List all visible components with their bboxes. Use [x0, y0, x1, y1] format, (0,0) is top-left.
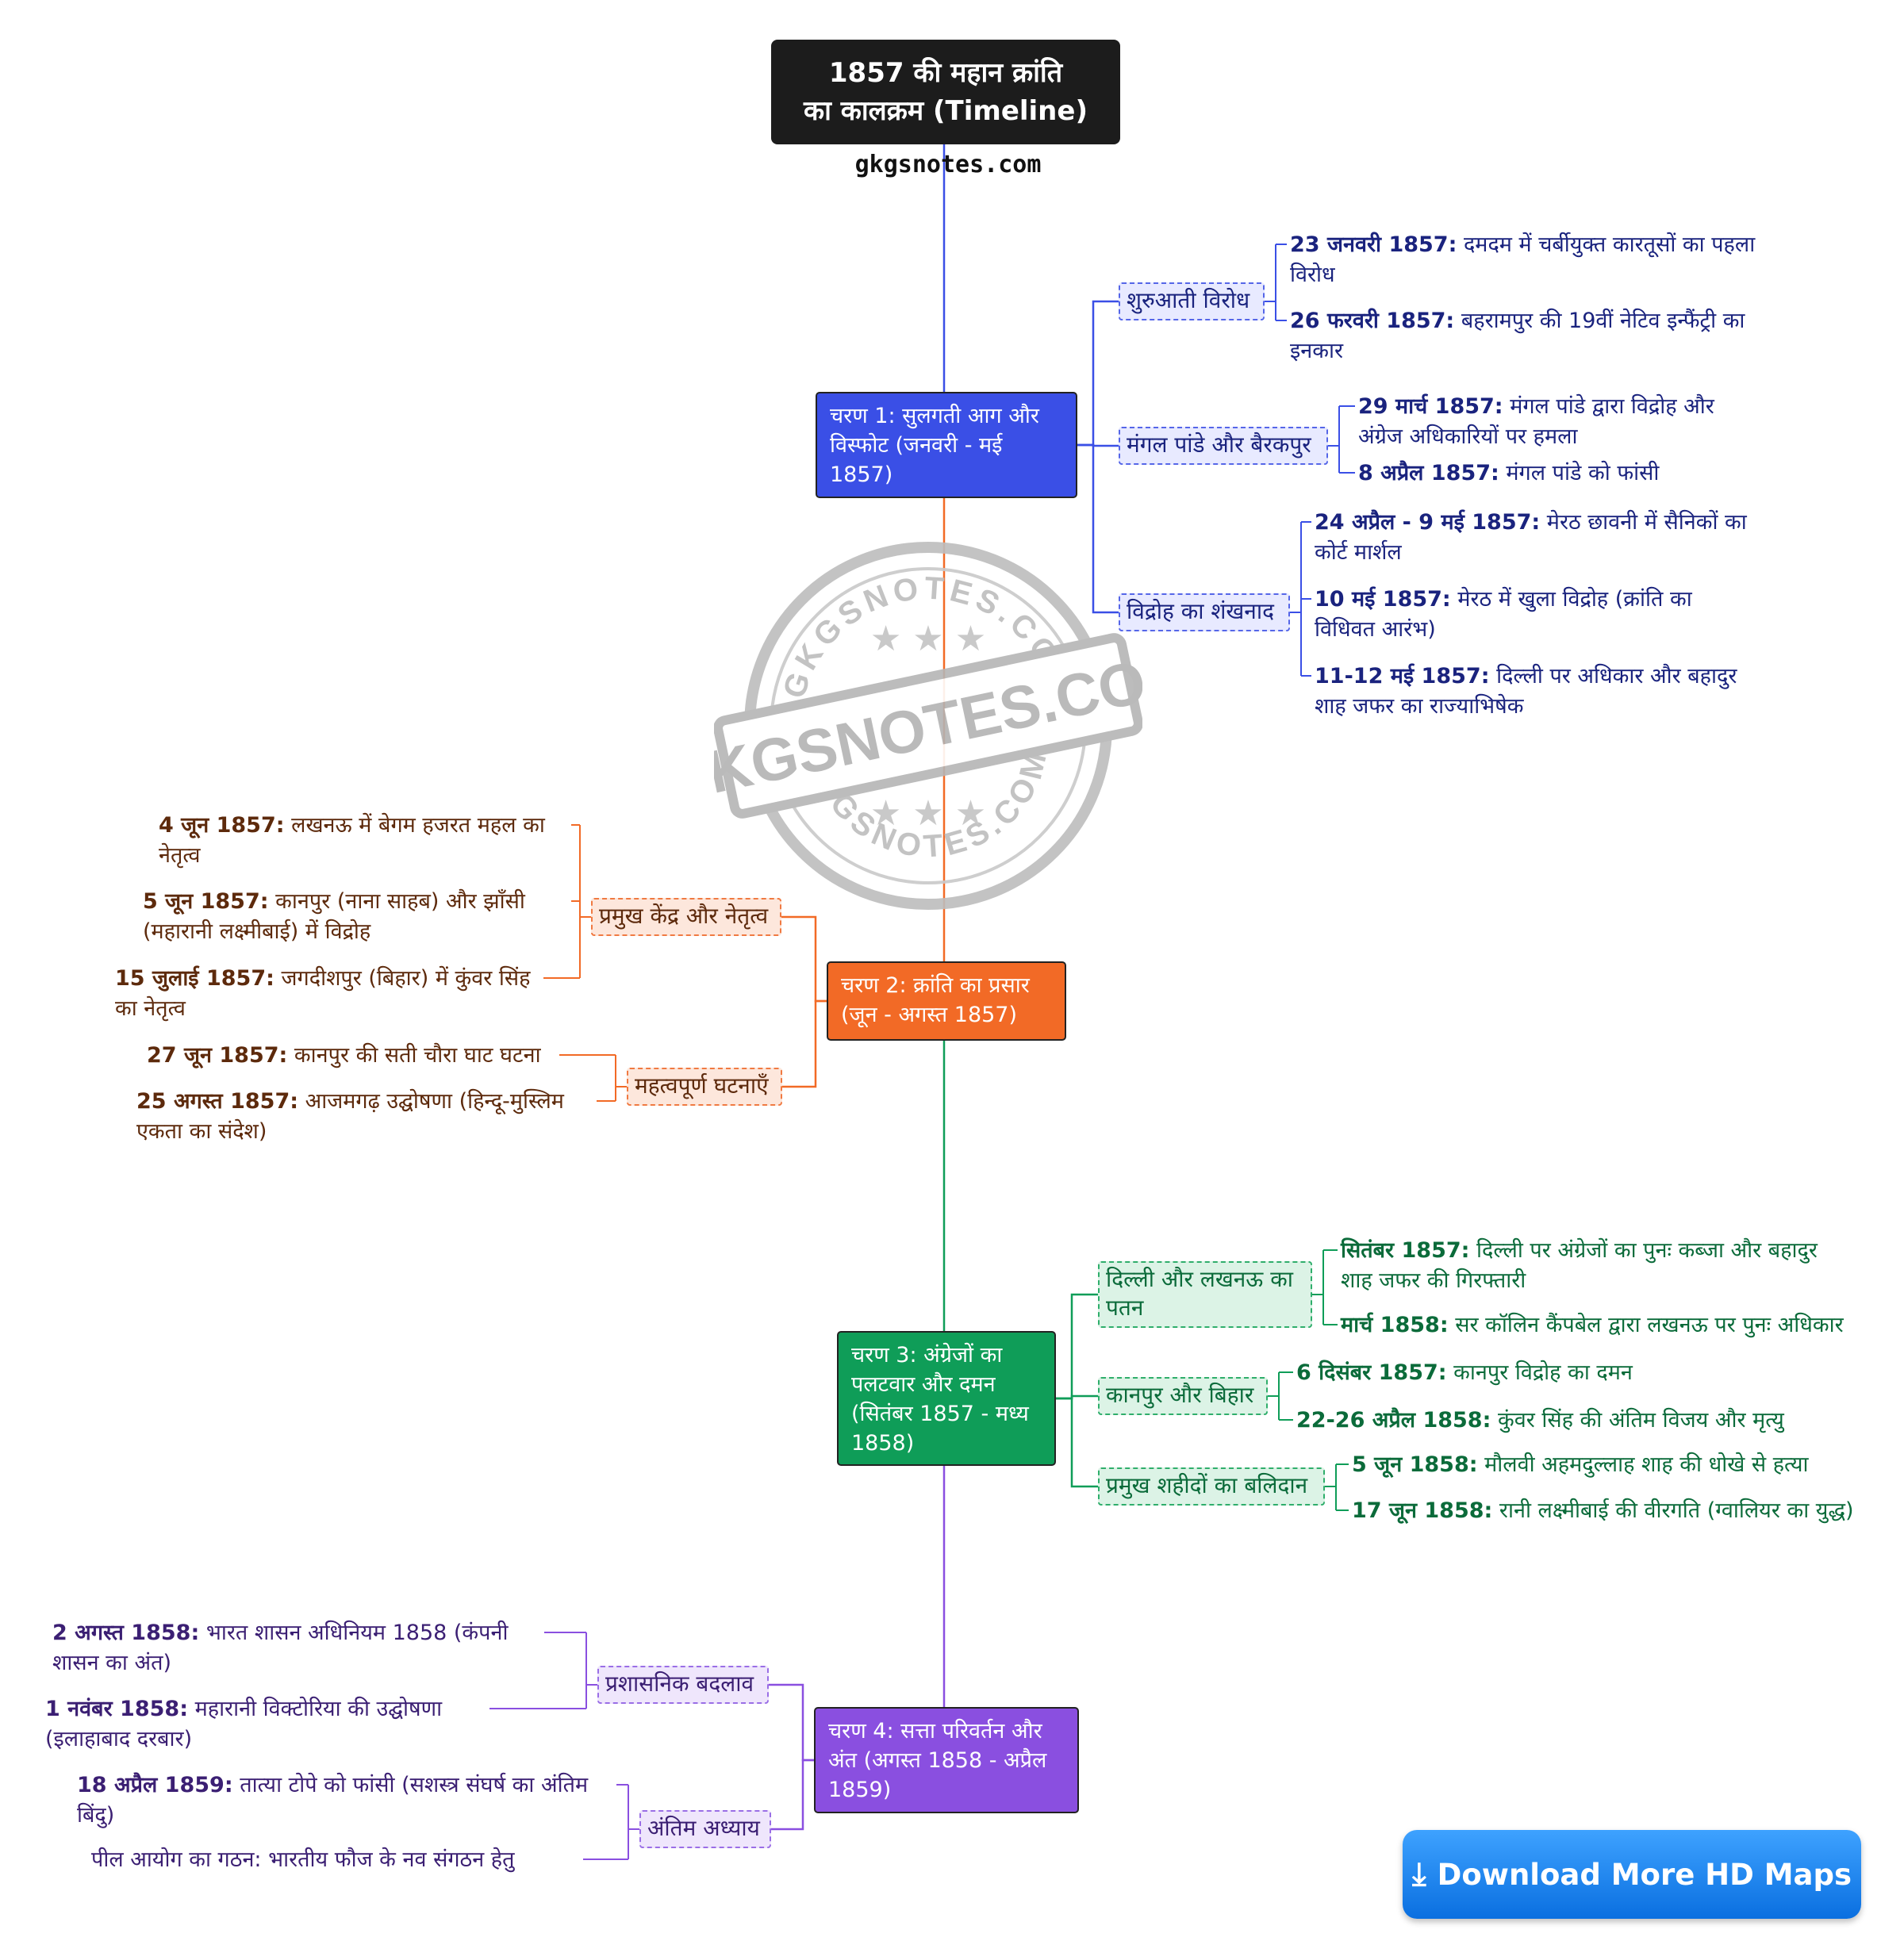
- group-node: अंतिम अध्याय: [639, 1810, 771, 1848]
- group-node: विद्रोह का शंखनाद: [1119, 593, 1290, 631]
- event-text: सर कॉलिन कैंपबेल द्वारा लखनऊ पर पुनः अधि…: [1448, 1313, 1844, 1337]
- timeline-event: 18 अप्रैल 1859: तात्या टोपे को फांसी (सश…: [77, 1770, 616, 1831]
- group-node: मंगल पांडे और बैरकपुर: [1119, 427, 1328, 465]
- event-text: दिल्ली पर अंग्रेजों का पुनः कब्जा और बहा…: [1341, 1238, 1818, 1293]
- event-text: मौलवी अहमदुल्लाह शाह की धोखे से हत्या: [1477, 1452, 1809, 1477]
- timeline-event: 24 अप्रैल - 9 मई 1857: मेरठ छावनी में सै…: [1315, 508, 1759, 568]
- timeline-event: 29 मार्च 1857: मंगल पांडे द्वारा विद्रोह…: [1358, 392, 1771, 452]
- phase-node-4: चरण 4: सत्ता परिवर्तन और अंत (अगस्त 1858…: [814, 1707, 1079, 1813]
- event-text: बहरामपुर की 19वीं नेटिव इन्फैंट्री का इन…: [1290, 309, 1745, 363]
- event-text: कानपुर (नाना साहब) और झाँसी (महारानी लक्…: [143, 889, 525, 944]
- timeline-event: 26 फरवरी 1857: बहरामपुर की 19वीं नेटिव इ…: [1290, 306, 1782, 366]
- event-date: 1 नवंबर 1858:: [45, 1697, 188, 1721]
- event-date: 5 जून 1857:: [143, 889, 269, 914]
- event-text: भारत शासन अधिनियम 1858 (कंपनी शासन का अं…: [52, 1621, 509, 1675]
- timeline-event: 10 मई 1857: मेरठ में खुला विद्रोह (क्रां…: [1315, 585, 1759, 645]
- phase-node-1: चरण 1: सुलगती आग और विस्फोट (जनवरी - मई …: [816, 392, 1077, 498]
- timeline-event: 23 जनवरी 1857: दमदम में चर्बीयुक्त कारतू…: [1290, 230, 1782, 290]
- event-date: 23 जनवरी 1857:: [1290, 232, 1457, 257]
- event-date: 11-12 मई 1857:: [1315, 664, 1490, 689]
- event-text: रानी लक्ष्मीबाई की वीरगति (ग्वालियर का य…: [1492, 1498, 1854, 1523]
- event-date: 8 अप्रैल 1857:: [1358, 461, 1499, 485]
- download-button-label: Download More HD Maps: [1437, 1857, 1852, 1892]
- event-text: मंगल पांडे को फांसी: [1499, 461, 1660, 485]
- svg-text:★ ★ ★: ★ ★ ★: [870, 793, 986, 834]
- event-text: पील आयोग का गठन: भारतीय फौज के नव संगठन …: [91, 1847, 515, 1872]
- event-text: मेरठ में खुला विद्रोह (क्रांति का विधिवत…: [1315, 587, 1692, 642]
- event-text: लखनऊ में बेगम हजरत महल का नेतृत्व: [159, 813, 545, 868]
- group-node: महत्वपूर्ण घटनाएँ: [627, 1068, 782, 1106]
- event-date: 4 जून 1857:: [159, 813, 285, 838]
- event-date: 22-26 अप्रैल 1858:: [1296, 1408, 1491, 1433]
- timeline-event: सितंबर 1857: दिल्ली पर अंग्रेजों का पुनः…: [1341, 1236, 1880, 1296]
- connector: [1056, 1397, 1098, 1488]
- event-date: 5 जून 1858:: [1352, 1452, 1478, 1477]
- timeline-event: 5 जून 1858: मौलवी अहमदुल्लाह शाह की धोखे…: [1352, 1450, 1860, 1480]
- event-text: मेरठ छावनी में सैनिकों का कोर्ट मार्शल: [1315, 510, 1747, 565]
- download-icon: ⤓: [1411, 1856, 1426, 1893]
- phase-node-2: चरण 2: क्रांति का प्रसार (जून - अगस्त 18…: [827, 961, 1066, 1041]
- timeline-event: पील आयोग का गठन: भारतीय फौज के नव संगठन …: [91, 1845, 583, 1875]
- event-date: 18 अप्रैल 1859:: [77, 1773, 233, 1797]
- timeline-event: 22-26 अप्रैल 1858: कुंवर सिंह की अंतिम व…: [1296, 1406, 1804, 1436]
- timeline-event: मार्च 1858: सर कॉलिन कैंपबेल द्वारा लखनऊ…: [1341, 1310, 1880, 1341]
- group-node: प्रमुख शहीदों का बलिदान: [1098, 1467, 1325, 1506]
- event-text: कानपुर की सती चौरा घाट घटना: [287, 1043, 541, 1068]
- group-node: प्रशासनिक बदलाव: [597, 1666, 769, 1704]
- event-text: मंगल पांडे द्वारा विद्रोह और अंग्रेज अधि…: [1358, 394, 1714, 449]
- connector: [1077, 300, 1119, 447]
- timeline-event: 2 अगस्त 1858: भारत शासन अधिनियम 1858 (कं…: [52, 1618, 544, 1678]
- event-date: 26 फरवरी 1857:: [1290, 309, 1455, 333]
- event-date: 6 दिसंबर 1857:: [1296, 1360, 1447, 1385]
- group-node: दिल्ली और लखनऊ का पतन: [1098, 1261, 1312, 1328]
- timeline-event: 5 जून 1857: कानपुर (नाना साहब) और झाँसी …: [143, 887, 571, 947]
- event-text: कुंवर सिंह की अंतिम विजय और मृत्यु: [1491, 1408, 1784, 1433]
- event-text: महारानी विक्टोरिया की उद्घोषणा (इलाहाबाद…: [45, 1697, 443, 1751]
- group-node: कानपुर और बिहार: [1098, 1377, 1268, 1415]
- watermark-main-text: GKGSNOTES.COM: [714, 638, 1142, 816]
- timeline-event: 27 जून 1857: कानपुर की सती चौरा घाट घटना: [147, 1041, 559, 1071]
- event-text: दिल्ली पर अधिकार और बहादुर शाह जफर का रा…: [1315, 664, 1737, 719]
- timeline-event: 11-12 मई 1857: दिल्ली पर अधिकार और बहादु…: [1315, 662, 1759, 722]
- connector: [769, 1683, 814, 1762]
- event-date: 10 मई 1857:: [1315, 587, 1451, 612]
- connector: [771, 1759, 814, 1831]
- event-date: 24 अप्रैल - 9 मई 1857:: [1315, 510, 1541, 535]
- timeline-event: 8 अप्रैल 1857: मंगल पांडे को फांसी: [1358, 458, 1771, 489]
- connector: [782, 999, 827, 1088]
- event-date: सितंबर 1857:: [1341, 1238, 1470, 1263]
- connector: [1077, 443, 1119, 614]
- timeline-event: 25 अगस्त 1857: आजमगढ़ उद्घोषणा (हिन्दू-म…: [136, 1087, 597, 1147]
- connector: [781, 915, 827, 1003]
- event-date: 27 जून 1857:: [147, 1043, 288, 1068]
- event-date: 29 मार्च 1857:: [1358, 394, 1503, 419]
- event-text: तात्या टोपे को फांसी (सशस्त्र संघर्ष का …: [77, 1773, 589, 1828]
- event-text: दमदम में चर्बीयुक्त कारतूसों का पहला विर…: [1290, 232, 1756, 287]
- watermark-stamp: GKGSNOTES.COM GKGSNOTES.COM GKGSNOTES.CO…: [714, 542, 1142, 910]
- site-name: gkgsnotes.com: [854, 151, 1042, 178]
- event-date: 15 जुलाई 1857:: [115, 966, 274, 991]
- timeline-event: 4 जून 1857: लखनऊ में बेगम हजरत महल का ने…: [159, 811, 571, 871]
- event-date: मार्च 1858:: [1341, 1313, 1449, 1337]
- svg-text:★ ★ ★: ★ ★ ★: [870, 619, 986, 659]
- phase-node-3: चरण 3: अंग्रेजों का पलटवार और दमन (सितंब…: [837, 1331, 1056, 1466]
- timeline-event: 6 दिसंबर 1857: कानपुर विद्रोह का दमन: [1296, 1358, 1788, 1388]
- event-date: 2 अगस्त 1858:: [52, 1621, 200, 1645]
- event-text: कानपुर विद्रोह का दमन: [1446, 1360, 1633, 1385]
- page-title: 1857 की महान क्रांति का कालक्रम (Timelin…: [771, 40, 1120, 144]
- event-date: 17 जून 1858:: [1352, 1498, 1493, 1523]
- connector: [1056, 1293, 1098, 1400]
- event-date: 25 अगस्त 1857:: [136, 1089, 299, 1114]
- group-node: प्रमुख केंद्र और नेतृत्व: [591, 898, 781, 936]
- group-node: शुरुआती विरोध: [1119, 282, 1265, 320]
- timeline-event: 17 जून 1858: रानी लक्ष्मीबाई की वीरगति (…: [1352, 1496, 1860, 1526]
- event-text: जगदीशपुर (बिहार) में कुंवर सिंह का नेतृत…: [115, 966, 531, 1021]
- download-button[interactable]: ⤓ Download More HD Maps: [1403, 1830, 1861, 1919]
- timeline-event: 1 नवंबर 1858: महारानी विक्टोरिया की उद्घ…: [45, 1694, 489, 1755]
- event-text: आजमगढ़ उद्घोषणा (हिन्दू-मुस्लिम एकता का …: [136, 1089, 564, 1144]
- timeline-event: 15 जुलाई 1857: जगदीशपुर (बिहार) में कुंव…: [115, 964, 543, 1024]
